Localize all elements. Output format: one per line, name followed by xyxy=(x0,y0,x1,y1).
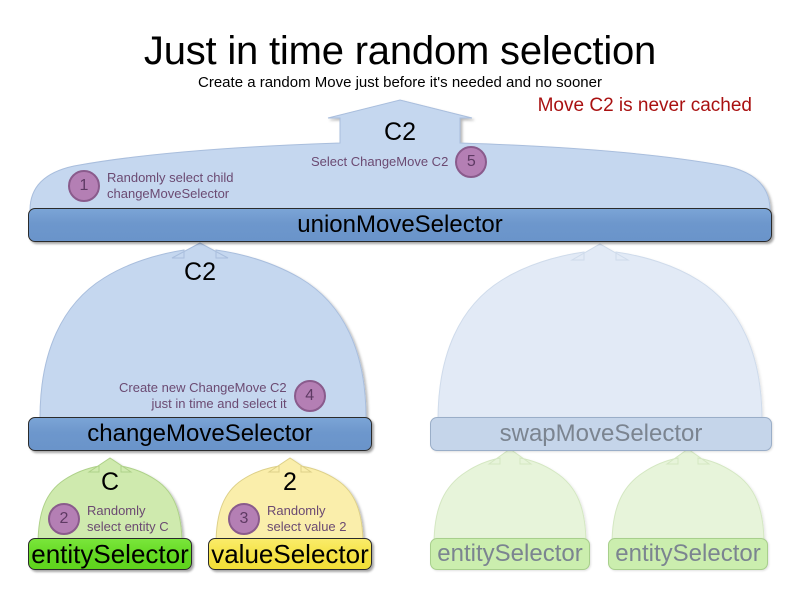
step-number-4: 4 xyxy=(293,380,326,412)
step-number-3: 3 xyxy=(228,503,260,535)
balloon-swap-entity-2-output xyxy=(611,448,765,546)
cache-note: Move C2 is never cached xyxy=(537,95,752,116)
flow-label-value-output: 2 xyxy=(283,468,297,496)
node-value-selector-2[interactable]: valueSelector xyxy=(208,538,372,570)
flow-label-change-output: C2 xyxy=(184,258,216,286)
node-entity-selector-c[interactable]: entitySelector xyxy=(28,538,192,570)
node-swap-entity-selector-1[interactable]: entitySelector xyxy=(430,538,590,570)
step-annotation-2: 2 Randomly select entity C xyxy=(48,503,169,535)
page-subtitle: Create a random Move just before it's ne… xyxy=(198,74,602,91)
step-annotation-5: 5 Select ChangeMove C2 xyxy=(311,146,488,178)
node-swap-move-selector[interactable]: swapMoveSelector xyxy=(430,417,772,451)
step-number-2: 2 xyxy=(48,503,80,535)
balloon-swap-output xyxy=(437,243,763,421)
page-title: Just in time random selection xyxy=(143,29,657,73)
step-annotation-4: 4 Create new ChangeMove C2 just in time … xyxy=(119,380,326,412)
flow-label-entity-output: C xyxy=(100,468,120,496)
node-change-move-selector[interactable]: changeMoveSelector xyxy=(28,417,372,451)
balloon-swap-entity-1-output xyxy=(433,448,587,546)
balloon-change-output xyxy=(39,242,367,419)
step-annotation-3: 3 Randomly select value 2 xyxy=(228,503,347,535)
step-number-5: 5 xyxy=(455,146,488,178)
step-text-5: Select ChangeMove C2 xyxy=(311,154,449,169)
step-annotation-1: 1 Randomly select child changeMoveSelect… xyxy=(68,170,233,202)
step-number-1: 1 xyxy=(68,170,100,202)
node-swap-entity-selector-2[interactable]: entitySelector xyxy=(608,538,768,570)
flow-label-union-output: C2 xyxy=(384,118,416,146)
step-text-1: Randomly select child changeMoveSelector xyxy=(107,170,234,201)
step-text-4: Create new ChangeMove C2 just in time an… xyxy=(119,380,287,411)
node-union-move-selector[interactable]: unionMoveSelector xyxy=(28,208,772,242)
step-text-2: Randomly select entity C xyxy=(87,503,169,534)
balloon-union-output xyxy=(29,99,771,211)
step-text-3: Randomly select value 2 xyxy=(267,503,347,534)
